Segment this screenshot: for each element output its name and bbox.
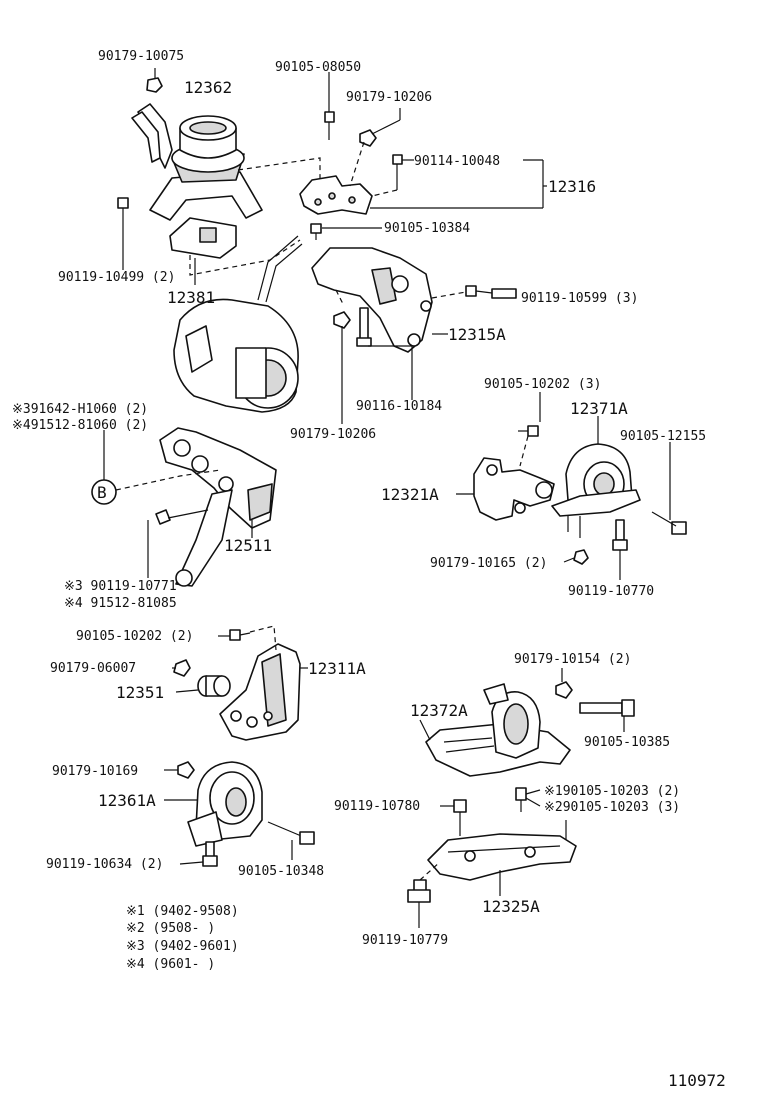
label-90179-06007: 90179-06007 — [50, 661, 136, 676]
nut-icon — [555, 681, 573, 699]
label-90105-10348: 90105-10348 — [238, 864, 324, 879]
bushing-12351 — [197, 675, 231, 697]
label-90179-10154: 90179-10154 (2) — [514, 652, 631, 667]
bolt-head-icon — [612, 539, 628, 551]
label-90119-10499: 90119-10499 (2) — [58, 270, 175, 285]
nut-icon — [177, 761, 195, 779]
label-12315A: 12315A — [448, 325, 506, 344]
legend-note-4: ※4 (9601- ) — [126, 957, 215, 972]
bolt-head-icon — [299, 831, 315, 845]
label-90119-10770: 90119-10770 — [568, 584, 654, 599]
label-note1-90105-10203: ※190105-10203 (2) — [544, 784, 680, 799]
bracket-12325A — [427, 833, 577, 881]
label-12511: 12511 — [224, 536, 272, 555]
bolt-head-icon — [465, 285, 477, 297]
mount-12361A — [187, 761, 263, 847]
label-90105-10384: 90105-10384 — [384, 221, 470, 236]
label-note4-91512-81085: ※4 91512-81085 — [64, 596, 177, 611]
label-90179-10165: 90179-10165 (2) — [430, 556, 547, 571]
bolt-head-icon — [202, 855, 218, 867]
label-12321A: 12321A — [381, 485, 439, 504]
legend-note-1: ※1 (9402-9508) — [126, 904, 239, 919]
diagram-id: 110972 — [668, 1071, 726, 1090]
label-90105-08050: 90105-08050 — [275, 60, 361, 75]
legend-note-3: ※3 (9402-9601) — [126, 939, 239, 954]
bolt-head-icon — [671, 521, 687, 535]
bolt-head-icon — [324, 111, 335, 123]
label-90119-10780: 90119-10780 — [334, 799, 420, 814]
bolt-head-icon — [117, 197, 129, 209]
label-90179-10206-bottom: 90179-10206 — [290, 427, 376, 442]
bolt-head-icon — [356, 337, 372, 347]
bolt-head-icon — [407, 889, 431, 903]
bolt-head-icon — [527, 425, 539, 437]
label-90105-10202-2: 90105-10202 (2) — [76, 629, 193, 644]
bracket-12321A — [473, 457, 555, 521]
nut-icon — [573, 549, 589, 565]
bolt-head-icon — [621, 699, 635, 717]
bracket-12311A — [219, 643, 301, 741]
callout-b-letter: B — [97, 483, 107, 502]
label-90179-10206-top: 90179-10206 — [346, 90, 432, 105]
label-12361A: 12361A — [98, 791, 156, 810]
label-90179-10075: 90179-10075 — [98, 49, 184, 64]
engine-mount-12362 — [131, 77, 263, 259]
bolt-90119-10499 — [117, 197, 129, 266]
label-12381: 12381 — [167, 288, 215, 307]
mount-12372A — [425, 683, 571, 777]
label-12316: 12316 — [548, 177, 596, 196]
bracket-12511 — [155, 427, 277, 587]
bolt-head-icon — [229, 629, 241, 641]
label-90119-10599: 90119-10599 (3) — [521, 291, 638, 306]
mount-12371A — [551, 443, 641, 538]
label-12311A: 12311A — [308, 659, 366, 678]
nut-icon — [333, 311, 351, 329]
bolt-head-icon — [515, 787, 527, 801]
label-391642-h1060: ※391642-H1060 (2) — [12, 402, 148, 417]
label-12325A: 12325A — [482, 897, 540, 916]
label-12372A: 12372A — [410, 701, 468, 720]
label-90105-10202-3: 90105-10202 (3) — [484, 377, 601, 392]
label-90105-12155: 90105-12155 — [620, 429, 706, 444]
label-12351: 12351 — [116, 683, 164, 702]
alternator-unit — [173, 235, 303, 413]
label-note3-90119-10771: ※3 90119-10771 — [64, 579, 177, 594]
label-90179-10169: 90179-10169 — [52, 764, 138, 779]
label-90119-10779: 90119-10779 — [362, 933, 448, 948]
label-12371A: 12371A — [570, 399, 628, 418]
label-12362: 12362 — [184, 78, 232, 97]
bolt-head-icon — [310, 223, 322, 234]
bolt-head-icon — [392, 154, 403, 165]
legend-note-2: ※2 (9508- ) — [126, 921, 215, 936]
label-90116-10184: 90116-10184 — [356, 399, 442, 414]
nut-icon — [173, 659, 191, 677]
nut-icon — [359, 129, 377, 147]
bolt-head-icon — [155, 509, 171, 525]
label-90114-10048: 90114-10048 — [414, 154, 500, 169]
label-491512-81060: ※491512-81060 (2) — [12, 418, 148, 433]
label-90105-10385: 90105-10385 — [584, 735, 670, 750]
bracket-12315A — [311, 247, 517, 353]
label-note2-90105-10203: ※290105-10203 (3) — [544, 800, 680, 815]
bolt-head-icon — [453, 799, 467, 813]
nut-icon — [146, 77, 163, 93]
label-90119-10634: 90119-10634 (2) — [46, 857, 163, 872]
